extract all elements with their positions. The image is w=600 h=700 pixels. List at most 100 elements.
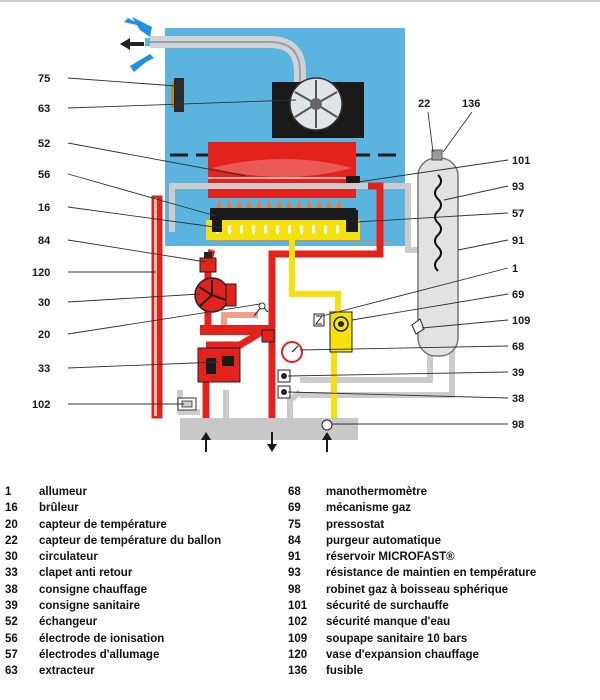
legend-label: capteur de température du ballon bbox=[39, 534, 222, 547]
callout-91: 91 bbox=[512, 235, 524, 247]
callout-101: 101 bbox=[512, 155, 530, 167]
legend-num: 39 bbox=[5, 600, 18, 613]
legend-label: clapet anti retour bbox=[39, 567, 133, 580]
callout-75: 75 bbox=[38, 73, 50, 85]
legend-num: 1 bbox=[5, 486, 12, 498]
legend-label: pressostat bbox=[326, 518, 385, 531]
legend-label: sécurité manque d'eau bbox=[326, 616, 451, 629]
temperature-sensor bbox=[253, 302, 269, 317]
legend-num: 33 bbox=[5, 567, 18, 580]
callout-22: 22 bbox=[418, 98, 430, 110]
legend-label: résistance de maintien en température bbox=[326, 567, 537, 580]
legend-num: 136 bbox=[288, 665, 308, 678]
top-border bbox=[0, 0, 600, 2]
callout-93: 93 bbox=[512, 181, 524, 193]
legend-label: soupape sanitaire 10 bars bbox=[326, 632, 468, 645]
legend-label: réservoir MICROFAST® bbox=[326, 551, 455, 564]
gas-line bbox=[289, 240, 341, 430]
heat-exchanger bbox=[208, 142, 360, 198]
callout-1: 1 bbox=[512, 263, 518, 275]
circulator-pump bbox=[194, 277, 237, 313]
legend-num: 16 bbox=[5, 502, 18, 515]
base-plate bbox=[180, 418, 358, 440]
callout-57: 57 bbox=[512, 208, 524, 220]
callout-102: 102 bbox=[32, 399, 50, 411]
legend-num: 109 bbox=[288, 632, 308, 645]
callout-33: 33 bbox=[38, 363, 50, 375]
safety-valve bbox=[411, 318, 425, 335]
gas-valve bbox=[329, 311, 353, 353]
legend-item: 109 soupape sanitaire 10 bars bbox=[288, 631, 536, 647]
callout-20: 20 bbox=[38, 329, 50, 341]
legend-item: 63 extracteur bbox=[0, 663, 221, 679]
legend-num: 69 bbox=[288, 502, 301, 515]
legend-num: 63 bbox=[5, 665, 18, 678]
legend-item: 16 brûleur bbox=[0, 500, 221, 516]
callout-52: 52 bbox=[38, 138, 50, 150]
legend-num: 120 bbox=[288, 648, 308, 661]
callout-98: 98 bbox=[512, 419, 524, 431]
legend-label: électrodes d'allumage bbox=[39, 648, 160, 661]
storage-tank bbox=[411, 149, 459, 357]
callout-109: 109 bbox=[512, 315, 530, 327]
legend-num: 22 bbox=[5, 534, 18, 547]
boiler-diagram: 75 63 52 56 16 84 120 30 20 33 102 22 13… bbox=[32, 17, 530, 452]
legend-item: 93 résistance de maintien en température bbox=[288, 565, 536, 581]
legend-label: sécurité de surchauffe bbox=[326, 600, 449, 613]
callout-69: 69 bbox=[512, 289, 524, 301]
callout-56: 56 bbox=[38, 169, 50, 181]
casing-line bbox=[212, 240, 392, 242]
callout-120: 120 bbox=[32, 267, 50, 279]
legend-num: 30 bbox=[5, 551, 18, 564]
legend-num: 20 bbox=[5, 518, 18, 531]
legend-item: 120 vase d'expansion chauffage bbox=[288, 647, 536, 663]
legend-label: consigne chauffage bbox=[39, 583, 147, 596]
legend-label: brûleur bbox=[39, 502, 79, 515]
legend-label: manothermomètre bbox=[326, 486, 427, 498]
hot-water-manifold bbox=[200, 325, 275, 335]
legend-label: fusible bbox=[326, 665, 364, 678]
extractor-fan bbox=[272, 77, 364, 138]
leader-lines bbox=[67, 77, 509, 425]
callout-63: 63 bbox=[38, 103, 50, 115]
callout-39: 39 bbox=[512, 367, 524, 379]
legend-label: mécanisme gaz bbox=[326, 502, 412, 515]
legend-num: 84 bbox=[288, 534, 301, 547]
callout-numbers: 75 63 52 56 16 84 120 30 20 33 102 22 13… bbox=[32, 73, 530, 431]
callout-38: 38 bbox=[512, 393, 524, 405]
legend-num: 93 bbox=[288, 567, 301, 580]
legend-num: 57 bbox=[5, 648, 18, 661]
legend-label: purgeur automatique bbox=[326, 534, 442, 547]
legend-label: robinet gaz à boisseau sphérique bbox=[326, 583, 509, 596]
setpoint-knobs bbox=[277, 369, 291, 399]
legend-label: circulateur bbox=[39, 551, 98, 564]
legend-item: 69 mécanisme gaz bbox=[288, 500, 536, 516]
legend-label: extracteur bbox=[39, 665, 95, 678]
hydraulic-block bbox=[197, 329, 275, 383]
callout-30: 30 bbox=[38, 297, 50, 309]
burner bbox=[206, 200, 360, 240]
legend-item: 30 circulateur bbox=[0, 549, 221, 565]
return-pipe bbox=[221, 312, 258, 325]
legend-num: 102 bbox=[288, 616, 308, 629]
legend-item: 33 clapet anti retour bbox=[0, 565, 221, 581]
legend-label: vase d'expansion chauffage bbox=[326, 648, 479, 661]
callout-136: 136 bbox=[462, 98, 480, 110]
legend-item: 136 fusible bbox=[288, 663, 536, 679]
connection-arrows bbox=[201, 432, 332, 452]
legend-item: 38 consigne chauffage bbox=[0, 582, 221, 598]
legend-num: 38 bbox=[5, 583, 18, 596]
pressure-switch bbox=[174, 78, 184, 112]
check-valve bbox=[261, 329, 275, 343]
legend-item: 57 électrodes d'allumage bbox=[0, 647, 221, 663]
legend-item: 22 capteur de température du ballon bbox=[0, 533, 221, 549]
